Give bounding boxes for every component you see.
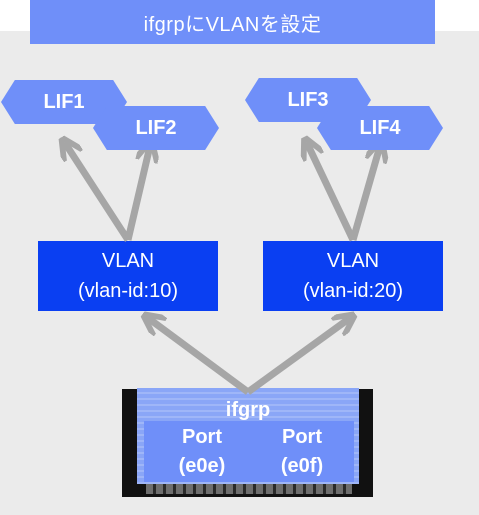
port-e0e: Port (e0e) (154, 423, 250, 481)
port-name: Port (182, 426, 222, 448)
vlan-box-10: VLAN (vlan-id:10) (38, 241, 218, 311)
ifgrp-device-vents (146, 484, 352, 494)
arrow-vlan10-to-lif1 (65, 143, 131, 242)
lif2-label: LIF2 (135, 117, 177, 139)
vlan-id-label: (vlan-id:20) (302, 280, 404, 302)
vlan-id-label: (vlan-id:10) (77, 280, 179, 302)
lif1-label: LIF1 (43, 91, 85, 113)
arrow-ifgrp-to-vlan10 (148, 318, 251, 395)
vlan-name: VLAN (101, 250, 155, 272)
arrow-vlan20-to-lif4 (349, 146, 380, 241)
port-name: Port (282, 426, 322, 448)
lif2-hexagon (93, 106, 219, 150)
port-id: (e0e) (178, 455, 226, 477)
vlan-box-20: VLAN (vlan-id:20) (263, 241, 443, 311)
lif4-label: LIF4 (359, 117, 401, 139)
lif4-hexagon (317, 106, 443, 150)
port-e0f: Port (e0f) (254, 423, 350, 481)
diagram-title: ifgrpにVLANを設定 (30, 0, 435, 44)
arrow-ifgrp-to-vlan20 (245, 318, 350, 395)
arrow-vlan10-to-lif2 (124, 146, 150, 241)
arrow-vlan20-to-lif3 (307, 143, 357, 242)
lif3-label: LIF3 (287, 89, 329, 111)
ifgrp-label: ifgrp (225, 399, 271, 421)
ports-box (144, 421, 354, 482)
port-id: (e0f) (280, 455, 324, 477)
vlan-name: VLAN (326, 250, 380, 272)
